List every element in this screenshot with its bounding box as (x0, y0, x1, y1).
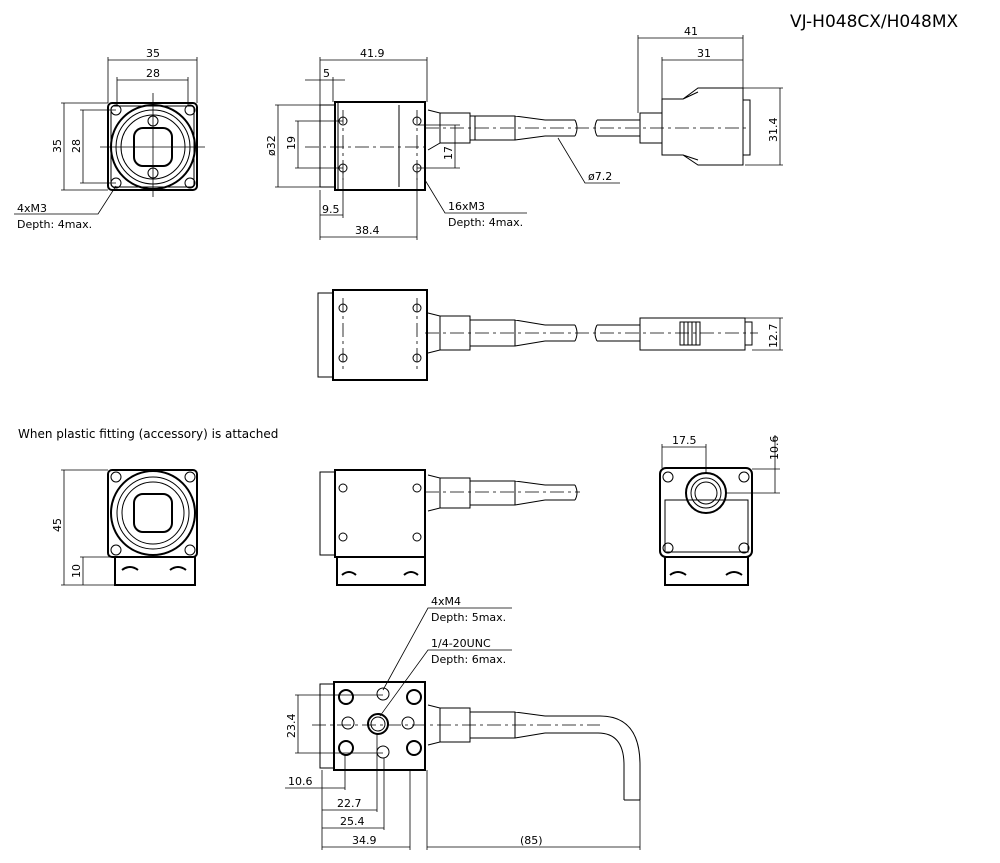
thread-label: 16xM3 (448, 200, 485, 213)
unc-depth-label: Depth: 6max. (431, 653, 506, 666)
rear-view: 17.5 10.6 (659, 434, 781, 586)
dim-body: 38.4 (355, 224, 380, 237)
m4-label: 4xM4 (431, 595, 461, 608)
m4-depth-label: Depth: 5max. (431, 611, 506, 624)
side-view: 41.9 5 ø32 19 17 9.5 38.4 16xM3 Depth: 4… (265, 25, 783, 240)
model-title: VJ-H048CX/H048MX (790, 12, 959, 32)
dim-hole-pitch: 23.4 (285, 714, 298, 739)
connector-icon (694, 481, 718, 505)
front-view-with-fitting: 45 10 (51, 469, 198, 586)
dim-length: 41.9 (360, 47, 385, 60)
dim-width: 35 (146, 47, 160, 60)
dim-hole-pitch-a: 19 (285, 136, 298, 150)
dim-hole-pitch-x: 28 (146, 67, 160, 80)
dim-plug-height: 31.4 (767, 118, 780, 143)
bottom-view: 23.4 10.6 22.7 25.4 34.9 (85) 4xM4 Depth… (285, 595, 641, 850)
dim-connector-y: 10.6 (768, 436, 781, 461)
dim-d3: 25.4 (340, 815, 365, 828)
dim-d2: 22.7 (337, 797, 362, 810)
dim-hole-pitch-y: 28 (70, 139, 83, 153)
dim-diameter: ø32 (265, 135, 278, 156)
dim-height: 35 (51, 139, 64, 153)
dim-cable-diameter: ø7.2 (588, 170, 612, 183)
dim-plug-body: 31 (697, 47, 711, 60)
tripod-hole-icon (367, 713, 389, 735)
depth-label: Depth: 4max. (448, 216, 523, 229)
dim-barrel: 5 (323, 67, 330, 80)
thread-label: 4xM3 (17, 202, 47, 215)
screw-hole-icons (338, 116, 422, 173)
top-view: 12.7 (317, 289, 783, 381)
dim-hole-pitch-b: 17 (442, 146, 455, 160)
dim-d4: 34.9 (352, 834, 377, 847)
dim-d1: 10.6 (288, 775, 313, 788)
dim-height: 45 (51, 518, 64, 532)
dim-base: 10 (70, 564, 83, 578)
front-view: 35 28 35 28 4xM3 Depth: 4max. (14, 47, 205, 231)
unc-label: 1/4-20UNC (431, 637, 491, 650)
dim-plug-thickness: 12.7 (767, 324, 780, 349)
dim-cable-length: (85) (520, 834, 543, 847)
side-view-with-fitting (319, 469, 580, 586)
dim-offset: 9.5 (322, 203, 340, 216)
dim-connector-x: 17.5 (672, 434, 697, 447)
fitting-caption: When plastic fitting (accessory) is atta… (18, 427, 278, 441)
dim-plug-length: 41 (684, 25, 698, 38)
depth-label: Depth: 4max. (17, 218, 92, 231)
